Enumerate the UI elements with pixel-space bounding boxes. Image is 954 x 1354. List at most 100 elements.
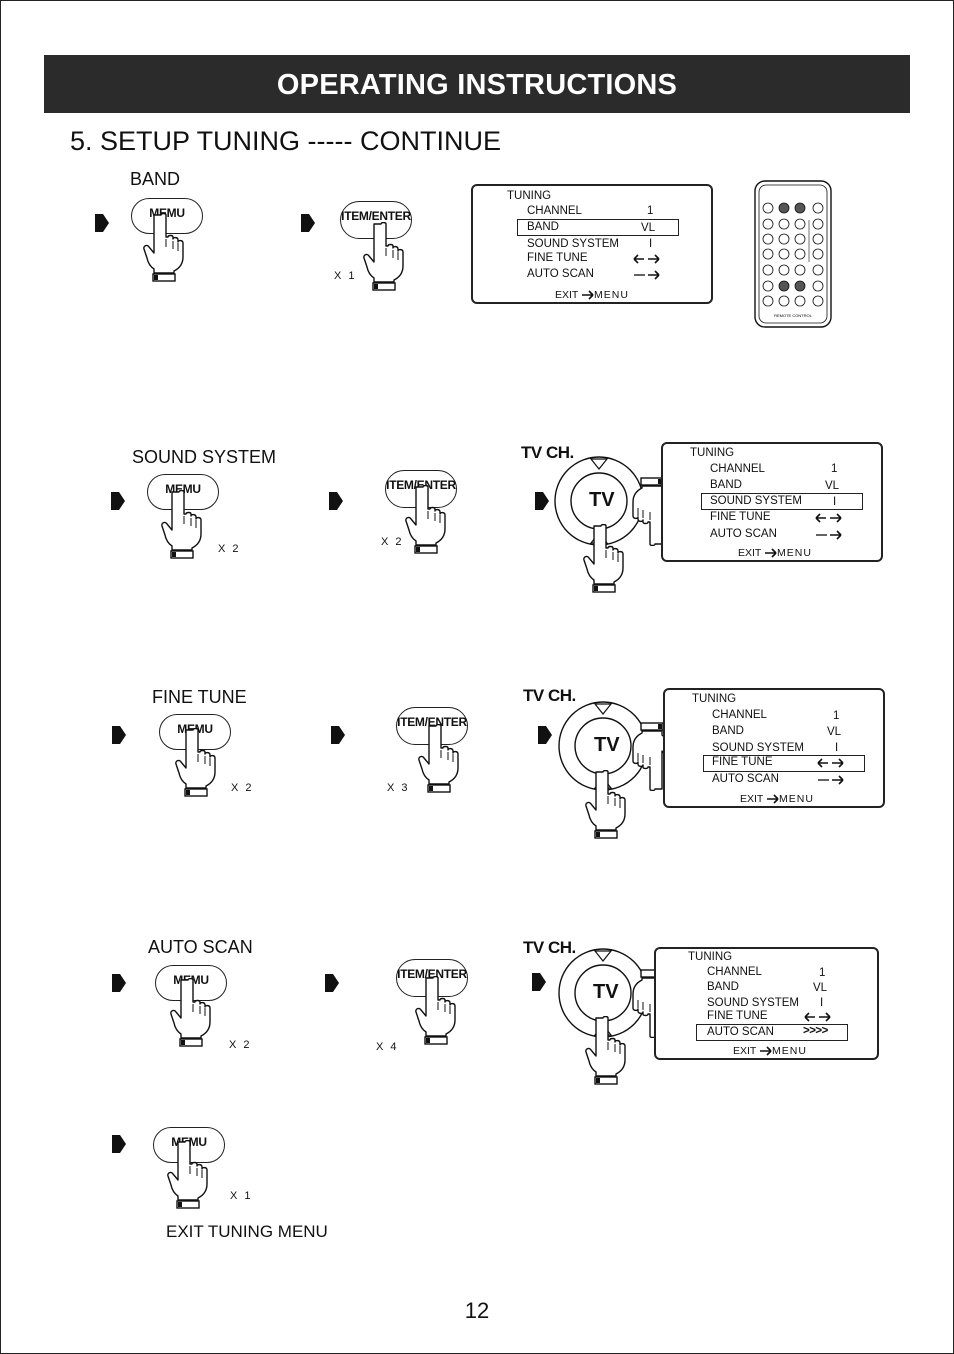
tv-ch-label: TV CH. — [521, 443, 574, 462]
remote-label: REMOTE CONTROL — [774, 313, 813, 318]
menu-fine-tune: FINE TUNE — [712, 756, 773, 768]
menu-highlight — [701, 493, 863, 510]
exit-arrow-icon — [765, 548, 777, 558]
header-title: OPERATING INSTRUCTIONS — [276, 69, 678, 101]
menu-exit: EXIT — [740, 793, 764, 805]
press-count: X 1 — [334, 270, 357, 282]
step-2-icon — [325, 974, 339, 992]
hand-press-icon — [363, 222, 404, 291]
exit-arrow-icon — [760, 1046, 772, 1056]
step-3-icon — [535, 492, 549, 510]
menu-sound-system: SOUND SYSTEM — [712, 742, 805, 754]
menu-channel: CHANNEL — [712, 709, 767, 721]
tuning-menu-panel: TUNING CHANNEL 1 BAND VL SOUND SYSTEM I … — [661, 442, 883, 562]
scan-arrow-icon — [633, 270, 660, 280]
menu-channel: CHANNEL — [710, 463, 765, 475]
exit-tuning-label: EXIT TUNING MENU — [166, 1222, 328, 1241]
remote-control-icon: REMOTE CONTROL — [754, 180, 832, 328]
fine-tune-section-label: FINE TUNE — [152, 687, 247, 707]
menu-sound-value: I — [649, 238, 653, 250]
menu-sound-system: SOUND SYSTEM — [707, 997, 800, 1009]
header-bar: OPERATING INSTRUCTIONS — [44, 55, 910, 113]
hand-press-down-icon — [583, 524, 624, 593]
menu-band: BAND — [710, 479, 742, 491]
press-count: X 2 — [231, 782, 254, 794]
menu-auto-scan: AUTO SCAN — [710, 528, 777, 540]
scan-arrow-icon — [815, 530, 842, 540]
menu-band-value: VL — [825, 480, 840, 492]
menu-sound-value: I — [833, 496, 837, 508]
hand-press-icon — [418, 724, 459, 793]
menu-sound-system: SOUND SYSTEM — [710, 495, 803, 507]
menu-title: TUNING — [688, 951, 733, 963]
menu-band-value: VL — [641, 222, 656, 234]
double-arrow-icon — [817, 758, 844, 768]
double-arrow-icon — [804, 1012, 831, 1022]
press-count: X 3 — [387, 782, 410, 794]
hand-press-icon — [170, 978, 211, 1047]
exit-arrow-icon — [767, 794, 779, 804]
tuning-menu-panel: TUNING CHANNEL 1 BAND VL SOUND SYSTEM I … — [654, 947, 879, 1060]
sound-section-label: SOUND SYSTEM — [132, 447, 277, 467]
tv-button[interactable]: TV — [594, 734, 620, 756]
menu-fine-tune: FINE TUNE — [707, 1010, 768, 1022]
press-count: X 2 — [218, 543, 241, 555]
menu-channel-value: 1 — [647, 205, 654, 217]
hand-press-icon — [175, 728, 216, 797]
menu-title: TUNING — [690, 447, 735, 459]
step-1-icon — [95, 214, 109, 232]
press-count: X 1 — [230, 1190, 253, 1202]
menu-exit-target: MENU — [772, 1045, 807, 1057]
menu-title: TUNING — [692, 693, 737, 705]
hand-press-icon — [161, 490, 202, 559]
menu-exit-target: MENU — [779, 793, 814, 805]
tuning-menu-panel: TUNING CHANNEL 1 BAND VL SOUND SYSTEM I … — [471, 184, 713, 304]
tv-ch-label: TV CH. — [523, 938, 576, 957]
menu-auto-scan: AUTO SCAN — [712, 773, 779, 785]
menu-band: BAND — [527, 221, 559, 233]
menu-sound-system: SOUND SYSTEM — [527, 238, 620, 250]
hand-press-icon — [405, 485, 446, 554]
hand-press-down-icon — [585, 770, 626, 839]
press-count: X 4 — [376, 1041, 399, 1053]
menu-band-value: VL — [827, 726, 842, 738]
step-1-icon — [112, 726, 126, 744]
menu-button[interactable]: MEMU — [131, 198, 203, 234]
exit-arrow-icon — [582, 290, 594, 300]
menu-channel-value: 1 — [819, 967, 826, 979]
double-arrow-icon — [815, 513, 842, 523]
menu-channel: CHANNEL — [707, 966, 762, 978]
step-1-icon — [112, 1135, 126, 1153]
menu-fine-tune: FINE TUNE — [527, 252, 588, 264]
menu-highlight — [696, 1024, 848, 1041]
menu-exit-target: MENU — [777, 547, 812, 559]
band-section-label: BAND — [130, 169, 181, 189]
menu-auto-scan: AUTO SCAN — [527, 268, 594, 280]
tv-button[interactable]: TV — [589, 489, 615, 511]
hand-press-down-icon — [585, 1016, 626, 1085]
press-count: X 2 — [381, 536, 404, 548]
page-number: 12 — [464, 1298, 490, 1323]
step-1-icon — [112, 974, 126, 992]
menu-channel-value: 1 — [831, 463, 838, 475]
menu-exit: EXIT — [555, 289, 579, 301]
menu-auto-scan-progress: >>>> — [803, 1025, 828, 1037]
hand-press-icon — [143, 213, 184, 282]
menu-auto-scan: AUTO SCAN — [707, 1026, 774, 1038]
step-3-icon — [538, 726, 552, 744]
tv-button[interactable]: TV — [593, 981, 619, 1003]
hand-press-icon — [167, 1140, 208, 1209]
step-1-icon — [111, 492, 125, 510]
step-2-icon — [329, 492, 343, 510]
menu-exit: EXIT — [733, 1045, 757, 1057]
menu-channel: CHANNEL — [527, 205, 582, 217]
menu-exit: EXIT — [738, 547, 762, 559]
scan-arrow-icon — [817, 775, 844, 785]
menu-fine-tune: FINE TUNE — [710, 511, 771, 523]
menu-sound-value: I — [835, 742, 839, 754]
double-arrow-icon — [633, 254, 660, 264]
menu-band: BAND — [712, 725, 744, 737]
menu-band: BAND — [707, 981, 739, 993]
step-2-icon — [301, 214, 315, 232]
tv-ch-label: TV CH. — [523, 686, 576, 705]
